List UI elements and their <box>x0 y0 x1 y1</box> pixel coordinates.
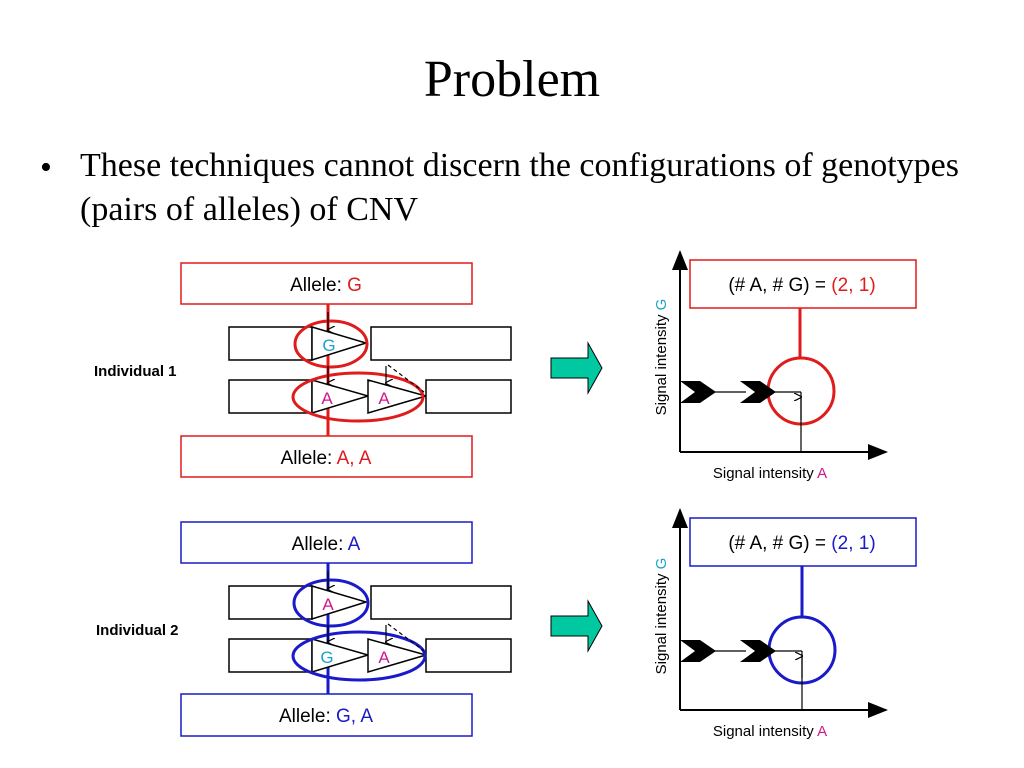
allele-value: A, A <box>337 448 372 469</box>
allele-label: Allele: <box>292 534 348 555</box>
allele-label: Allele: <box>290 275 347 296</box>
allele-box-top <box>180 521 473 564</box>
data-marker <box>680 640 716 662</box>
equation-box <box>689 259 917 309</box>
x-axis-letter: A <box>817 465 827 482</box>
svg-text:Allele: A: Allele: A <box>292 534 361 555</box>
slide-title: Problem <box>423 51 601 108</box>
y-axis-label: Signal intensity <box>653 310 670 415</box>
probe-triangle <box>367 638 429 674</box>
y-axis-letter: G <box>653 299 670 311</box>
individual-label: Individual 1 <box>94 363 177 380</box>
equation-box <box>689 517 917 567</box>
allele-box-top <box>180 262 473 305</box>
probe-highlight <box>292 578 370 628</box>
equation-value: (2, 1) <box>831 533 875 554</box>
data-marker <box>740 381 776 403</box>
svg-text:(# A, # G) = (2, 1): (# A, # G) = (2, 1) <box>728 275 875 296</box>
probe-label: A <box>321 389 333 408</box>
bullet-text: These techniques cannot discern the conf… <box>80 147 960 228</box>
svg-text:Allele: G, A: Allele: G, A <box>279 706 373 727</box>
individual-1-diagram: Allele: G G A A Allele: A, A Individual … <box>94 262 512 478</box>
scatter-plot-2: (# A, # G) = (2, 1) Signal intensity A S… <box>653 508 917 740</box>
probe-highlight <box>293 319 369 369</box>
equation-label: (# A, # G) = <box>728 533 831 554</box>
allele-label: Allele: <box>279 706 336 727</box>
allele-label: Allele: <box>281 448 337 469</box>
allele-value: G, A <box>336 706 373 727</box>
svg-text:Signal intensity A: Signal intensity A <box>713 723 827 740</box>
probe-highlight <box>291 630 427 682</box>
svg-text:Allele: G: Allele: G <box>290 275 362 296</box>
svg-text:Signal intensity G: Signal intensity G <box>653 299 670 416</box>
probe-label: A <box>378 648 390 667</box>
probe-label: A <box>322 595 334 614</box>
probe-triangle <box>311 638 371 674</box>
probe-triangle <box>367 379 429 415</box>
data-marker <box>740 640 776 662</box>
allele-box-bottom <box>180 693 473 737</box>
probe-triangle <box>311 379 371 415</box>
probe-label: G <box>320 648 333 667</box>
dna-segment <box>370 326 512 361</box>
equation-value: (2, 1) <box>831 275 875 296</box>
probe-label: A <box>378 389 390 408</box>
svg-text:(# A, # G) = (2, 1): (# A, # G) = (2, 1) <box>728 533 875 554</box>
scatter-plot-1: (# A, # G) = (2, 1) Signal intensity A S… <box>653 250 917 482</box>
bullet-marker: • <box>40 149 52 186</box>
dna-segment <box>425 379 512 414</box>
individual-label: Individual 2 <box>96 622 179 639</box>
dna-segment <box>425 638 512 673</box>
allele-value: A <box>348 534 361 555</box>
svg-text:Signal intensity G: Signal intensity G <box>653 558 670 675</box>
allele-value: G <box>347 275 362 296</box>
equation-label: (# A, # G) = <box>728 275 831 296</box>
allele-box-bottom <box>180 435 473 478</box>
x-axis-letter: A <box>817 723 827 740</box>
x-axis-label: Signal intensity <box>713 723 817 740</box>
right-arrow <box>550 341 603 395</box>
probe-highlight <box>291 371 425 423</box>
data-marker <box>680 381 716 403</box>
svg-text:Allele: A, A: Allele: A, A <box>281 448 372 469</box>
dna-segment <box>370 585 512 620</box>
individual-2-diagram: Allele: A A G A Allele: G, A Individual … <box>96 521 512 737</box>
right-arrow <box>550 599 603 653</box>
x-axis-label: Signal intensity <box>713 465 817 482</box>
probe-triangle <box>311 584 369 621</box>
probe-triangle <box>311 325 369 362</box>
y-axis-label: Signal intensity <box>653 569 670 674</box>
y-axis-letter: G <box>653 558 670 570</box>
probe-label: G <box>322 336 335 355</box>
svg-text:Signal intensity A: Signal intensity A <box>713 465 827 482</box>
